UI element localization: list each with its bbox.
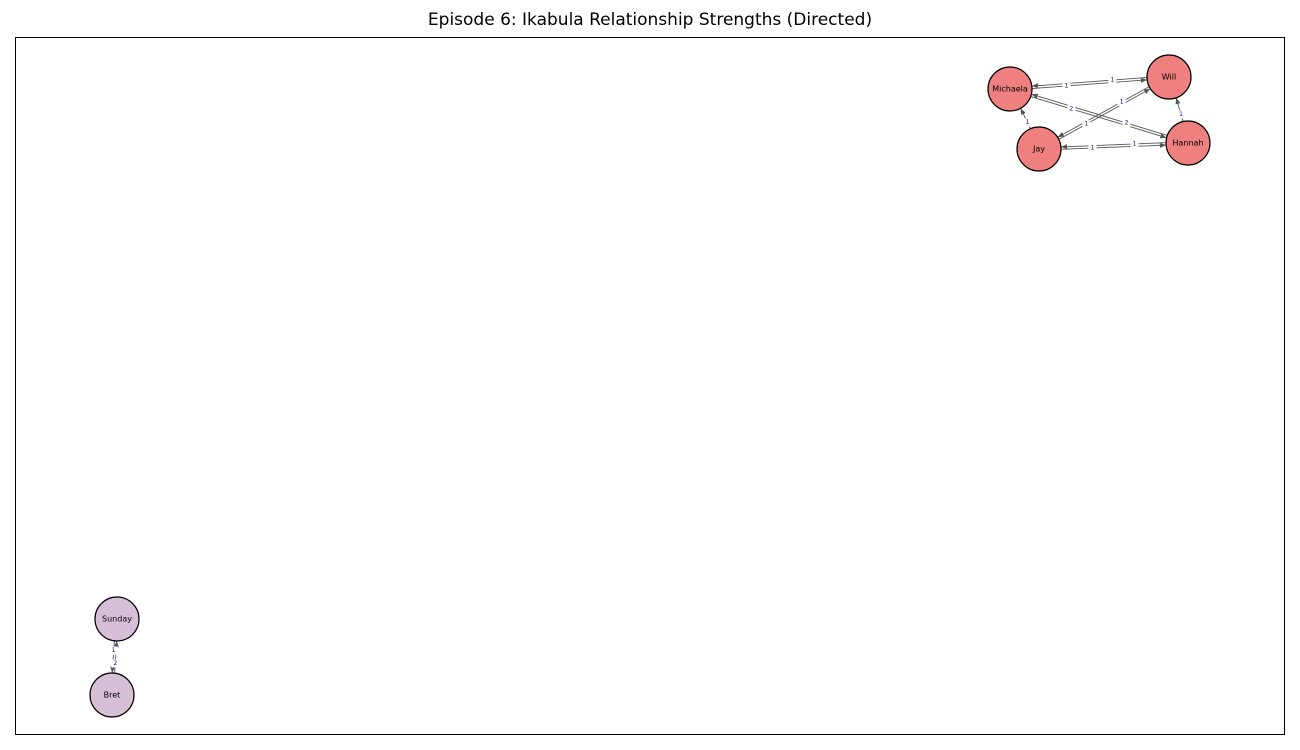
node-label: Jay — [1032, 145, 1045, 154]
node-will: Will — [1146, 54, 1192, 100]
edge-weight-label: 1 — [1133, 140, 1137, 147]
edge-label-bg — [1088, 144, 1097, 153]
node-label: Bret — [104, 691, 121, 700]
edge-weight-label: 1 — [1179, 111, 1183, 118]
node-circle — [89, 672, 135, 718]
node-circle — [1146, 54, 1192, 100]
edge-label-bg — [1082, 120, 1091, 129]
edge-labels-layer: 1 1 2 2 1 1 1 1 1 1 1 2 — [109, 76, 1186, 668]
edge-hannah-to-jay — [1060, 142, 1166, 150]
node-sunday: Sunday — [94, 596, 140, 642]
edge-label-bg — [1122, 119, 1131, 128]
edge-label-bg — [111, 659, 120, 668]
edge-weight-label: 1 — [1026, 119, 1030, 126]
edge-hannah-to-michaela — [1031, 93, 1168, 136]
node-circle — [987, 66, 1033, 112]
node-label: Michaela — [992, 85, 1028, 94]
edge-jay-to-hannah — [1061, 142, 1167, 150]
node-label: Will — [1162, 73, 1176, 82]
edge-label-bg — [1108, 76, 1117, 85]
node-circle — [1016, 126, 1062, 172]
edge-michaela-to-will — [1031, 77, 1148, 89]
node-hannah: Hannah — [1165, 120, 1211, 166]
edge-weight-label: 1 — [1084, 121, 1088, 128]
edge-weight-label: 1 — [112, 647, 116, 654]
node-jay: Jay — [1016, 126, 1062, 172]
node-label: Sunday — [102, 615, 132, 624]
edge-label-bg — [1023, 118, 1032, 127]
plot-frame — [15, 37, 1285, 735]
edge-label-bg — [109, 646, 118, 655]
edge-label-bg — [1130, 139, 1139, 148]
edge-weight-label: 2 — [1125, 120, 1129, 127]
edge-sunday-to-bret — [110, 640, 116, 673]
edge-weight-label: 2 — [1070, 105, 1074, 112]
edge-weight-label: 1 — [1111, 77, 1115, 84]
edges-layer — [110, 77, 1184, 674]
edge-will-to-michaela — [1031, 77, 1148, 89]
node-circle — [1165, 120, 1211, 166]
node-michaela: Michaela — [987, 66, 1033, 112]
edge-bret-to-sunday — [113, 641, 119, 674]
chart-title: Episode 6: Ikabula Relationship Strength… — [427, 10, 873, 30]
edge-label-bg — [1177, 110, 1186, 119]
node-bret: Bret — [89, 672, 135, 718]
node-label: Hannah — [1172, 139, 1203, 148]
edge-label-bg — [1117, 97, 1126, 106]
edge-weight-label: 1 — [1120, 98, 1124, 105]
edge-label-bg — [1067, 104, 1076, 113]
edge-will-to-jay — [1057, 86, 1150, 138]
edge-jay-to-will — [1058, 88, 1151, 140]
edge-weight-label: 2 — [113, 660, 117, 667]
edge-label-bg — [1062, 81, 1071, 90]
edge-weight-label: 1 — [1065, 82, 1069, 89]
node-circle — [94, 596, 140, 642]
edge-weight-label: 1 — [1091, 145, 1095, 152]
